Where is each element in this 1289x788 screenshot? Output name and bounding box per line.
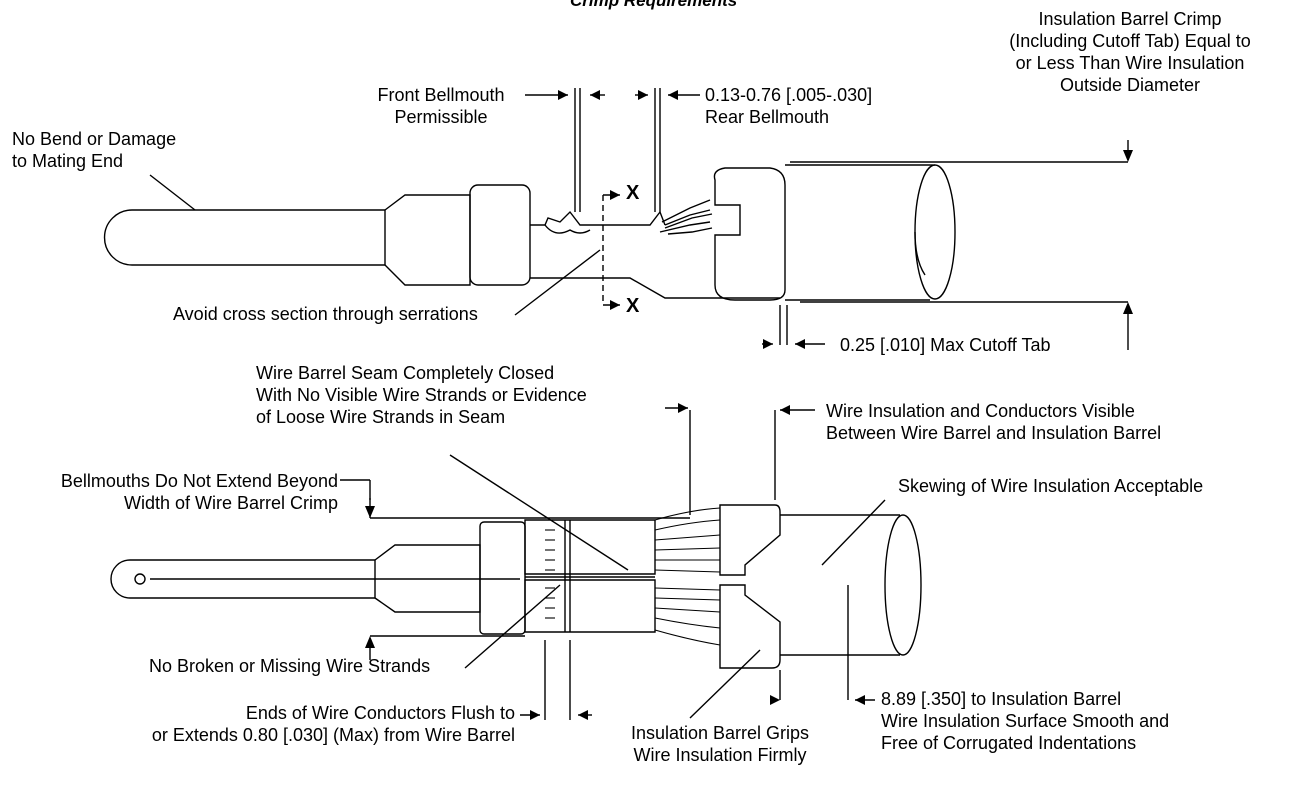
- label-no-broken: No Broken or Missing Wire Strands: [149, 656, 431, 676]
- dimension-arrowheads: [365, 90, 1133, 720]
- top-terminal: [105, 88, 1128, 350]
- label-insulation-crimp: Insulation Barrel Crimp(Including Cutoff…: [1009, 9, 1251, 95]
- section-mark-top: X: [626, 182, 640, 204]
- label-rear-bellmouth: 0.13-0.76 [.005-.030]Rear Bellmouth: [705, 85, 873, 127]
- label-avoid-cross-section: Avoid cross section through serrations: [173, 304, 478, 324]
- section-mark-bottom: X: [626, 295, 640, 317]
- label-skewing: Skewing of Wire Insulation Acceptable: [898, 476, 1204, 496]
- label-cutoff-tab: 0.25 [.010] Max Cutoff Tab: [840, 335, 1051, 355]
- diagram-title: Crimp Requirements: [570, 0, 738, 10]
- bottom-terminal: [111, 408, 921, 720]
